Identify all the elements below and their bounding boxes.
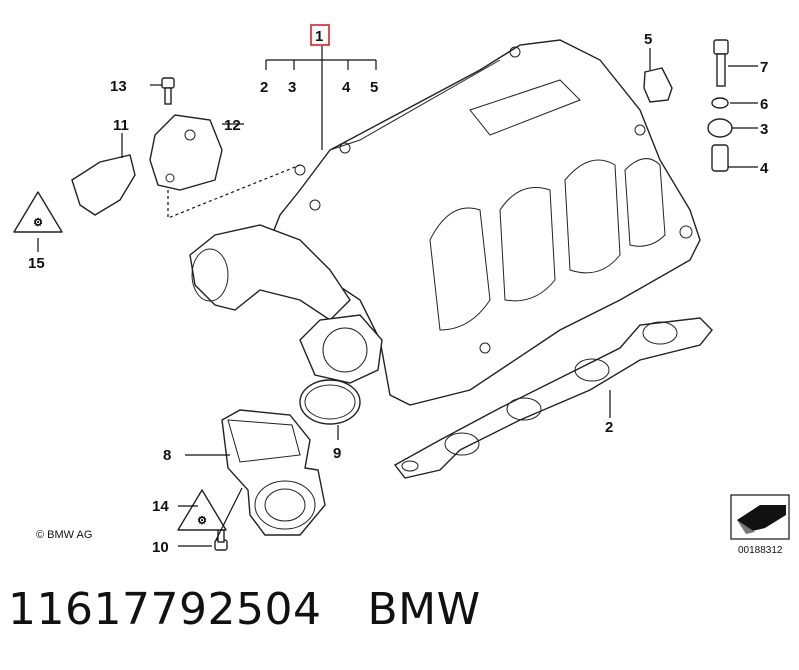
callout-1-highlight [310, 24, 330, 46]
sensor-connector [71, 154, 136, 216]
callout-4: 4 [760, 160, 769, 177]
reference-icon [730, 494, 790, 540]
callout-15: 15 [28, 255, 45, 272]
warning-label-15: ⚙ [13, 191, 63, 233]
svg-text:⚙: ⚙ [33, 217, 43, 229]
o-ring [299, 379, 361, 425]
sleeve [711, 144, 729, 172]
part-caption: 11617792504 BMW [8, 584, 481, 644]
bracket-clip [643, 67, 673, 103]
callout-10: 10 [152, 539, 169, 556]
callout-13: 13 [110, 78, 127, 95]
callout-2: 2 [605, 419, 613, 436]
part-number: 11617792504 [8, 584, 322, 635]
intake-gasket [393, 317, 713, 479]
callout-5: 5 [644, 31, 652, 48]
throttle-housing [221, 409, 326, 536]
callout-5-bracket: 5 [370, 79, 378, 96]
warning-label-14: ⚙ [177, 489, 227, 531]
callout-3: 3 [760, 121, 768, 138]
callout-3-bracket: 3 [288, 79, 296, 96]
bolt-short-13 [161, 77, 175, 105]
copyright-text: © BMW AG [36, 529, 92, 541]
bolt-short-10 [214, 529, 228, 551]
callout-12: 12 [224, 117, 241, 134]
callout-8: 8 [163, 447, 171, 464]
callout-2-bracket: 2 [260, 79, 268, 96]
rubber-grommet [707, 118, 733, 138]
bolt-long [713, 39, 729, 87]
callout-9: 9 [333, 445, 341, 462]
intake-manifold [189, 39, 701, 406]
callout-11: 11 [113, 117, 129, 134]
svg-text:⚙: ⚙ [197, 515, 207, 527]
callout-6: 6 [760, 96, 768, 113]
brand-name: BMW [367, 584, 481, 635]
callout-14: 14 [152, 498, 169, 515]
callout-7: 7 [760, 59, 768, 76]
throttle-flange [299, 314, 383, 384]
callout-1: 1 [315, 28, 323, 45]
leader-lines [37, 46, 758, 547]
washer [711, 97, 729, 109]
document-number: 00188312 [738, 545, 783, 556]
sensor-bracket [149, 114, 223, 191]
callout-4-bracket: 4 [342, 79, 351, 96]
